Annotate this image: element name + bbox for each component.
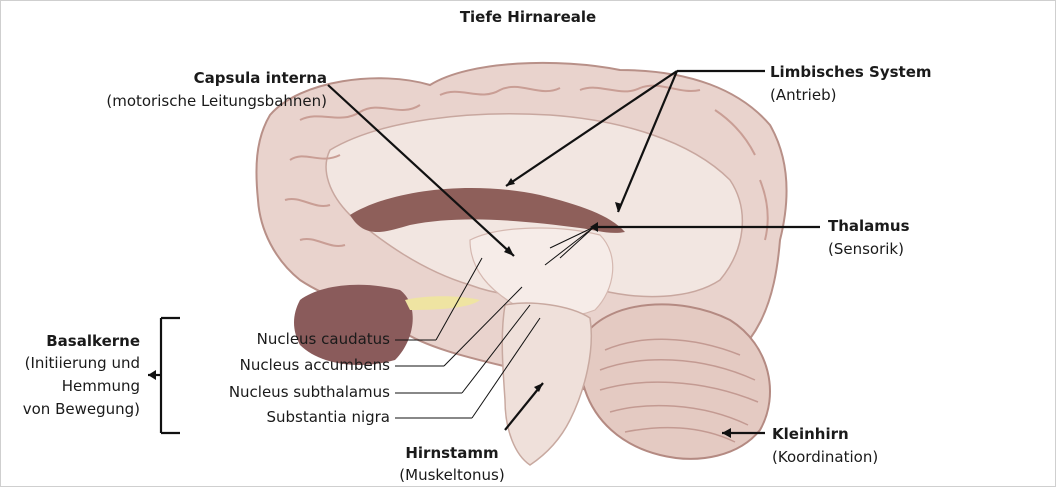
kleinhirn-desc: (Koordination) xyxy=(772,448,878,467)
brainstem-shape xyxy=(502,303,591,465)
kleinhirn-name: Kleinhirn xyxy=(772,425,849,443)
label-nucleus-caudatus: Nucleus caudatus xyxy=(257,330,390,349)
label-basalkerne: Basalkerne xyxy=(46,332,140,351)
label-nucleus-accumbens: Nucleus accumbens xyxy=(240,356,390,375)
basalkerne-name: Basalkerne xyxy=(46,332,140,350)
basalkerne-desc-2: Hemmung xyxy=(62,377,140,396)
label-thalamus: Thalamus xyxy=(828,217,910,236)
temporal-dark-region xyxy=(294,285,413,365)
capsula-desc: (motorische Leitungsbahnen) xyxy=(106,92,327,111)
limbisch-name: Limbisches System xyxy=(770,63,932,81)
limbisch-desc: (Antrieb) xyxy=(770,86,836,105)
cerebellum-shape xyxy=(580,304,770,458)
diagram-title: Tiefe Hirnareale xyxy=(0,8,1056,27)
label-nucleus-subthalamus: Nucleus subthalamus xyxy=(229,383,390,402)
label-limbisches-system: Limbisches System xyxy=(770,63,932,82)
basalkerne-desc-1: (Initiierung und xyxy=(25,354,140,373)
basalkerne-desc-3: von Bewegung) xyxy=(23,400,140,419)
label-hirnstamm: Hirnstamm xyxy=(384,444,520,463)
thalamus-desc: (Sensorik) xyxy=(828,240,904,259)
hirnstamm-desc: (Muskeltonus) xyxy=(384,466,520,485)
thalamus-name: Thalamus xyxy=(828,217,910,235)
label-substantia-nigra: Substantia nigra xyxy=(266,408,390,427)
label-kleinhirn: Kleinhirn xyxy=(772,425,849,444)
capsula-name: Capsula interna xyxy=(194,69,327,87)
arrowhead-basalkerne xyxy=(148,370,156,380)
label-capsula-interna: Capsula interna xyxy=(194,69,327,88)
hirnstamm-name: Hirnstamm xyxy=(405,444,498,462)
